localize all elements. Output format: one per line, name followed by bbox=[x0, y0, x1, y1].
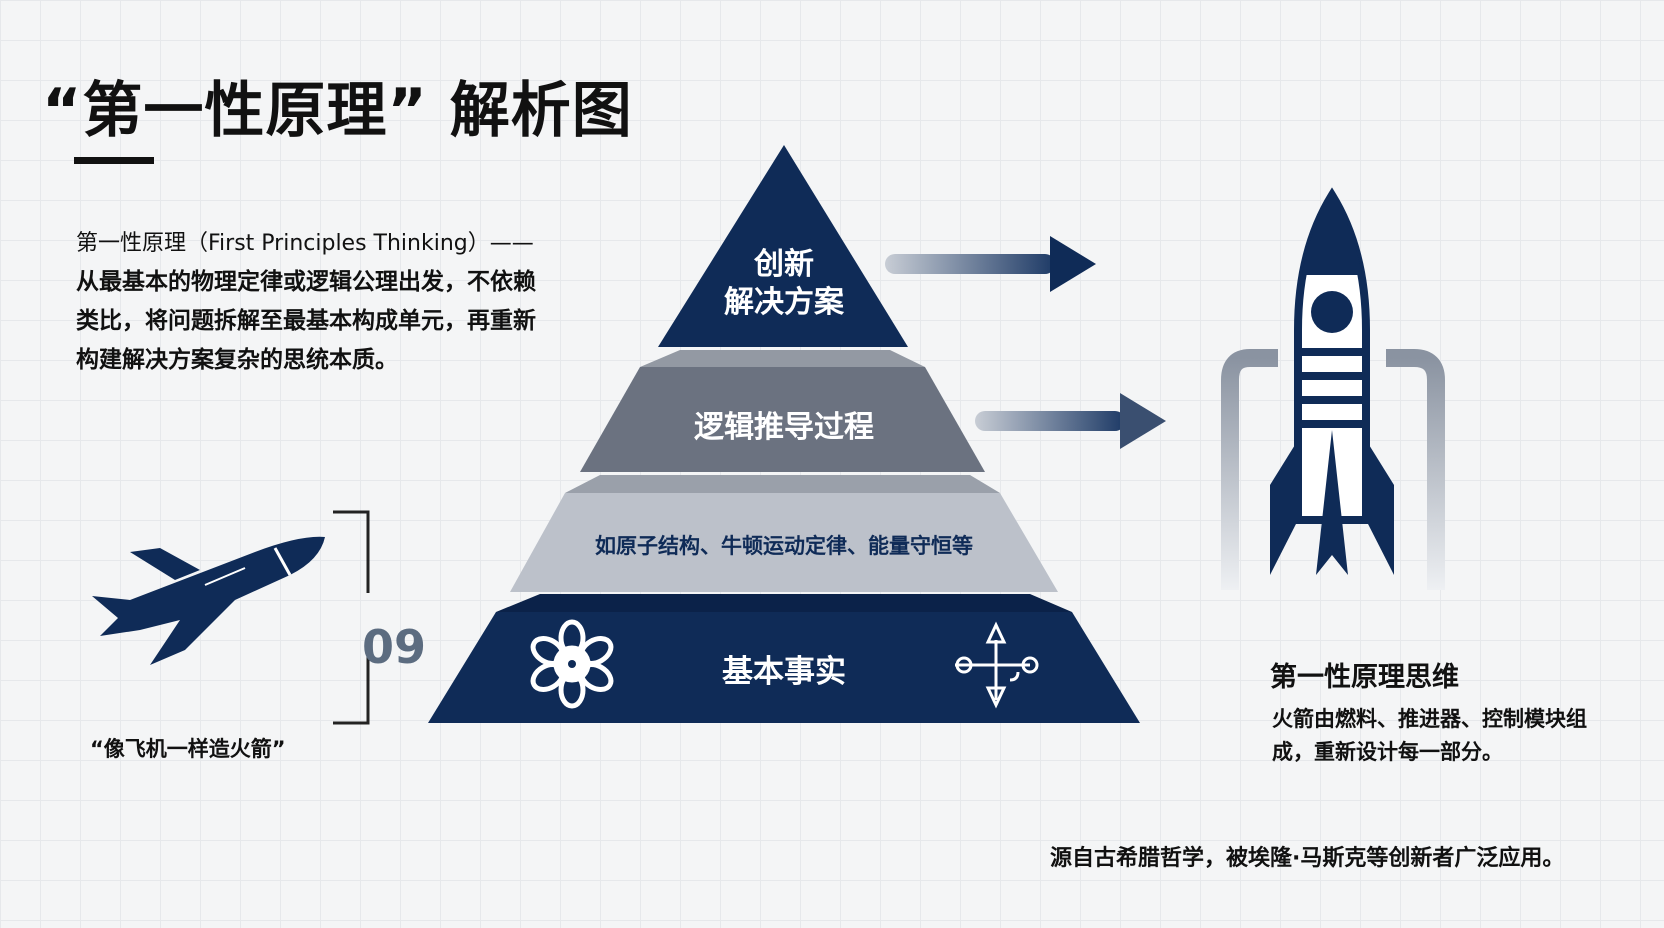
intro-text: 第一性原理（First Principles Thinking）—— 从最基本的… bbox=[76, 224, 556, 380]
footer-note: 源自古希腊哲学，被埃隆·马斯克等创新者广泛应用。 bbox=[1050, 846, 1565, 871]
pyramid-level3-shelf bbox=[565, 475, 1000, 493]
rocket-exhaust-pipes bbox=[1221, 349, 1445, 590]
arrow-right-icon bbox=[885, 236, 1096, 292]
pyramid-level4-label: 基本事实 bbox=[722, 654, 846, 690]
rocket-icon bbox=[1270, 187, 1394, 575]
level1-line2: 解决方案 bbox=[724, 285, 844, 320]
bracket-number: 09 bbox=[362, 620, 427, 674]
pyramid-level1-label: 创新 解决方案 bbox=[704, 246, 864, 322]
title-underline bbox=[74, 157, 154, 164]
pyramid-level1 bbox=[658, 145, 908, 347]
vector-axes-icon bbox=[955, 621, 1039, 709]
rocket-panel-title: 第一性原理思维 bbox=[1270, 662, 1459, 693]
pyramid-level4-shelf bbox=[496, 594, 1072, 612]
pyramid-level2-label: 逻辑推导过程 bbox=[694, 410, 874, 445]
intro-line1: 第一性原理（First Principles Thinking）—— bbox=[76, 231, 534, 256]
page-title: “第一性原理” 解析图 bbox=[42, 76, 633, 146]
rocket-panel-desc: 火箭由燃料、推进器、控制模块组成，重新设计每一部分。 bbox=[1272, 707, 1587, 764]
arrow-right-icon bbox=[975, 393, 1166, 449]
bracket bbox=[333, 510, 370, 725]
pyramid-level3 bbox=[510, 493, 1058, 592]
atom-icon bbox=[530, 619, 614, 709]
airplane-icon bbox=[92, 536, 325, 665]
plane-caption: “像飞机一样造火箭” bbox=[90, 737, 286, 761]
pyramid-level2-shelf bbox=[640, 350, 925, 367]
pyramid-level3-label: 如原子结构、牛顿运动定律、能量守恒等 bbox=[595, 534, 973, 558]
level1-line1: 创新 bbox=[754, 247, 814, 282]
intro-body: 从最基本的物理定律或逻辑公理出发，不依赖类比，将问题拆解至最基本构成单元，再重新… bbox=[76, 269, 536, 373]
pyramid-level2 bbox=[580, 367, 985, 472]
